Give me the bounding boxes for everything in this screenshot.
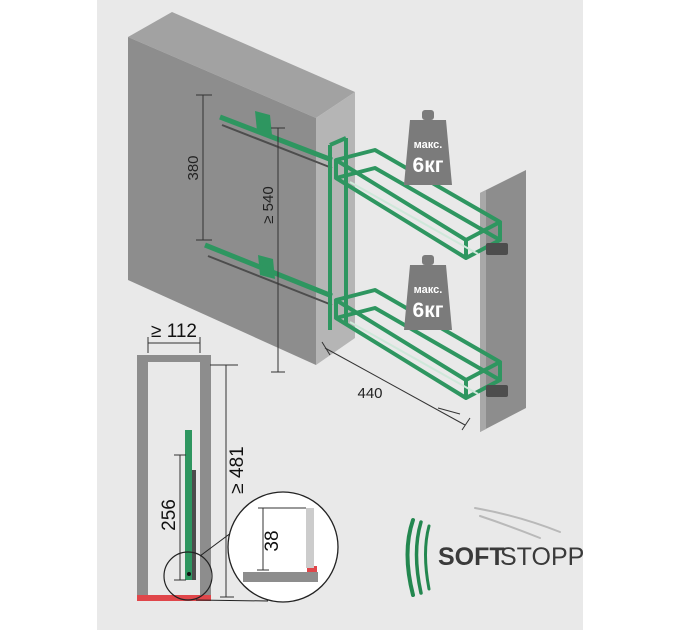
cabinet-top <box>128 12 355 118</box>
weight-value-lower: 6кг <box>413 299 444 322</box>
weight-label-upper: макс. <box>414 139 443 151</box>
upper-rail-bracket <box>255 111 272 135</box>
dim-256-label: 256 <box>159 499 180 531</box>
weight-icon-upper: макс. 6кг <box>404 110 452 185</box>
dim-481-label: ≥ 481 <box>227 446 248 493</box>
dim-440-line <box>324 347 466 426</box>
lower-rail <box>204 242 333 299</box>
softstopp-logo: SOFT STOPP <box>405 507 584 597</box>
dim-540-label: ≥ 540 <box>260 186 277 223</box>
detail-callout: 38 <box>227 491 339 603</box>
basket-frame <box>328 136 502 400</box>
logo-soft-text: SOFT <box>438 543 505 571</box>
weight-icon-lower: макс. 6кг <box>404 255 452 330</box>
front-view <box>137 355 211 601</box>
dim-380-label: 380 <box>185 155 202 180</box>
logo-stopp-text: STOPP <box>500 543 584 571</box>
dim-38-label: 38 <box>262 530 283 551</box>
upper-rail <box>219 114 333 163</box>
dim-112-label: ≥ 112 <box>151 321 197 342</box>
rails <box>204 111 333 306</box>
softstopp-waves-icon <box>405 518 431 597</box>
dim-440-label: 440 <box>357 385 382 402</box>
cabinet <box>128 12 355 365</box>
weight-value-upper: 6кг <box>413 154 444 177</box>
weight-label-lower: макс. <box>414 284 443 296</box>
side-rail-green <box>185 430 192 580</box>
